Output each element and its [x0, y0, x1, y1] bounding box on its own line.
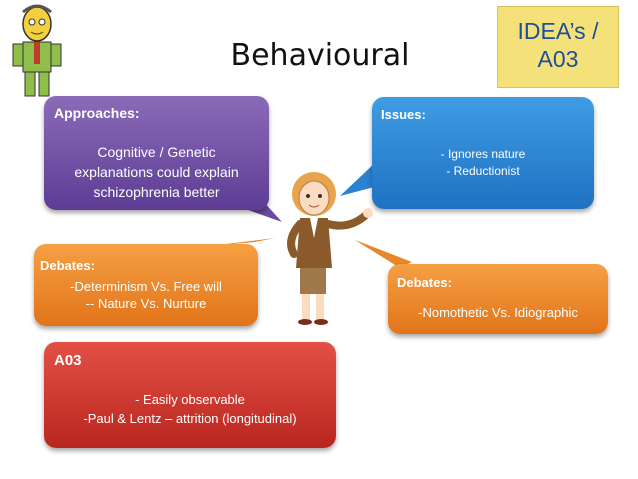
- approaches-line1: Cognitive / Genetic: [97, 144, 216, 160]
- debates-left-box: Debates: -Determinism Vs. Free will -- N…: [34, 244, 258, 326]
- debates-right-heading: Debates:: [397, 275, 452, 290]
- idea-badge-line2: A03: [537, 46, 579, 72]
- debates-left-heading: Debates:: [40, 258, 95, 273]
- issues-line2: - Reductionist: [446, 164, 520, 178]
- issues-heading: Issues:: [381, 107, 426, 122]
- idea-badge: IDEA’s / A03: [497, 6, 619, 88]
- cartoon-man-icon: [12, 4, 62, 97]
- a03-box: A03 - Easily observable -Paul & Lentz – …: [44, 342, 336, 448]
- cartoon-woman-icon: [287, 172, 373, 325]
- debates-left-line1: -Determinism Vs. Free will: [70, 279, 222, 294]
- debates-left-line2: -- Nature Vs. Nurture: [85, 296, 207, 311]
- debates-right-line1: -Nomothetic Vs. Idiographic: [418, 305, 578, 320]
- page-title: Behavioural: [230, 38, 410, 73]
- debates-right-box: Debates: -Nomothetic Vs. Idiographic: [388, 264, 608, 334]
- a03-heading: A03: [54, 352, 82, 369]
- issues-pointer: [340, 160, 378, 196]
- approaches-heading: Approaches:: [54, 105, 140, 121]
- approaches-line2: explanations could explain: [74, 164, 239, 180]
- approaches-line3: schizophrenia better: [93, 184, 220, 200]
- a03-line1: - Easily observable: [135, 392, 245, 407]
- idea-badge-line1: IDEA’s /: [517, 18, 599, 44]
- a03-line2: -Paul & Lentz – attrition (longitudinal): [83, 411, 297, 426]
- issues-box: Issues: - Ignores nature - Reductionist: [372, 97, 594, 209]
- debates-right-pointer: [355, 240, 412, 268]
- approaches-box: Approaches: Cognitive / Genetic explanat…: [44, 96, 269, 210]
- issues-line1: - Ignores nature: [440, 147, 526, 161]
